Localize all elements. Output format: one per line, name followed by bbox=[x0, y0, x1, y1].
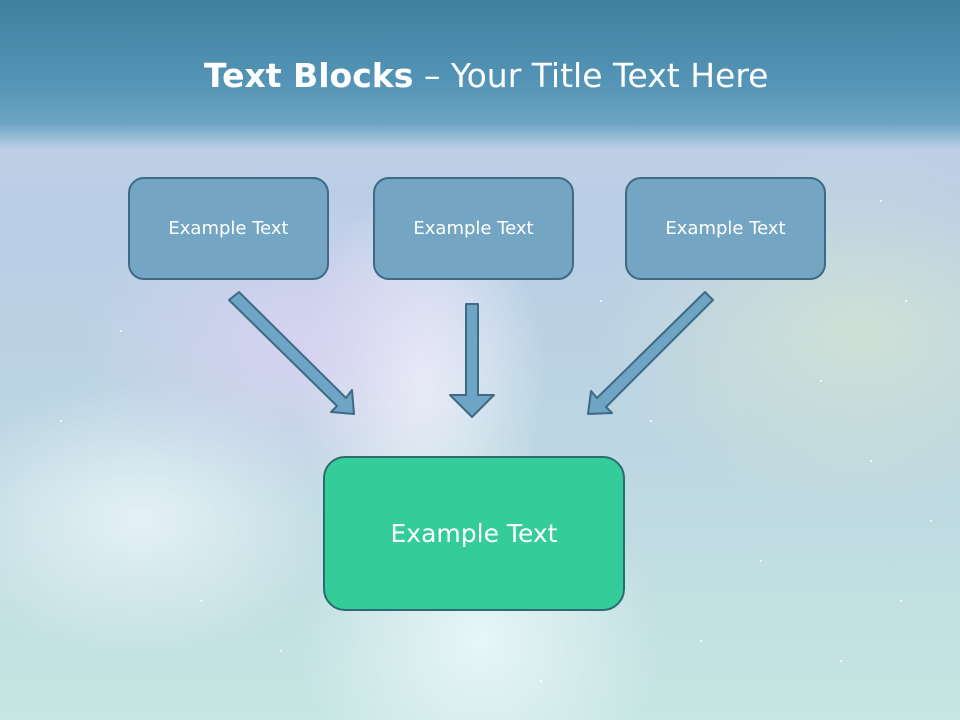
arrow-right bbox=[587, 291, 714, 415]
title-bar bbox=[0, 0, 960, 150]
title-dash: – bbox=[423, 56, 441, 95]
title-rest: Your Title Text Here bbox=[450, 56, 769, 95]
text-block-3-label: Example Text bbox=[665, 218, 786, 239]
text-block-1[interactable]: Example Text bbox=[128, 177, 329, 280]
target-block[interactable]: Example Text bbox=[323, 456, 625, 611]
text-block-3[interactable]: Example Text bbox=[625, 177, 826, 280]
slide-title: Text Blocks – Your Title Text Here bbox=[204, 54, 769, 98]
target-block-label: Example Text bbox=[390, 519, 558, 548]
title-bold: Text Blocks bbox=[204, 56, 414, 95]
text-block-1-label: Example Text bbox=[168, 218, 289, 239]
arrow-left bbox=[228, 291, 355, 415]
arrow-middle bbox=[449, 303, 495, 418]
text-block-2[interactable]: Example Text bbox=[373, 177, 574, 280]
text-block-2-label: Example Text bbox=[413, 218, 534, 239]
